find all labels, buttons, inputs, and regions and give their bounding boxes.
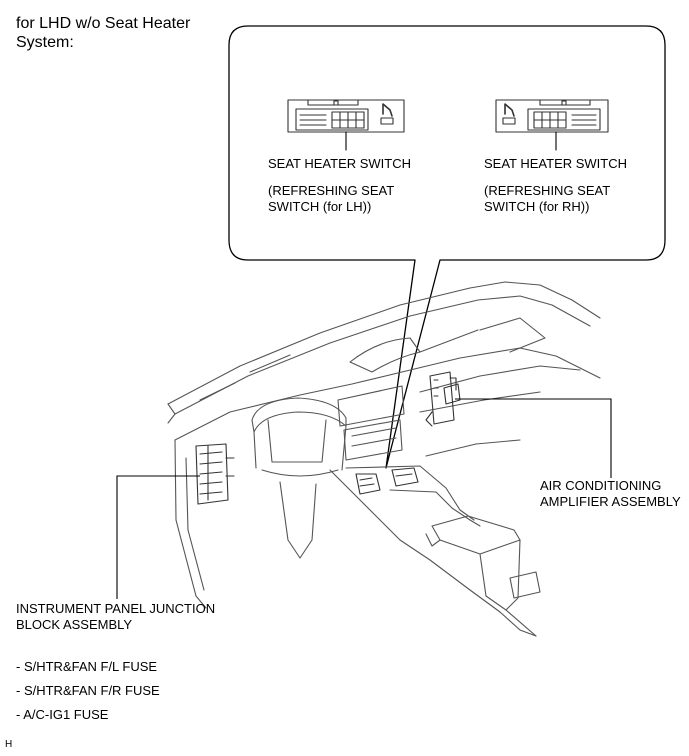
ac-leader-line — [455, 398, 612, 478]
switch-lh-name: SEAT HEATER SWITCH — [268, 156, 412, 171]
switch-lh-sub-2: SWITCH (for LH)) — [268, 199, 372, 214]
switch-rh-sub-2: SWITCH (for RH)) — [484, 199, 590, 214]
title-line-2: System: — [16, 34, 74, 51]
seat-heater-switch-lh-icon — [287, 99, 405, 133]
figure-code: H — [5, 739, 13, 750]
page-title: for LHD w/o Seat Heater System: — [16, 14, 190, 52]
installed-switch-lh-icon — [355, 473, 381, 495]
instrument-panel-junction-block-icon — [195, 443, 235, 505]
ac-amplifier-assembly-icon — [425, 371, 461, 427]
fuse-item: - S/HTR&FAN F/L FUSE — [16, 659, 158, 674]
fuse-item: - S/HTR&FAN F/R FUSE — [16, 683, 160, 698]
ac-amplifier-label-2: AMPLIFIER ASSEMBLY — [540, 494, 681, 509]
ip-jb-label-2: BLOCK ASSEMBLY — [16, 617, 133, 632]
ip-leader-line — [116, 475, 200, 599]
callout-bubble — [228, 25, 666, 469]
title-line-1: for LHD w/o Seat Heater — [16, 15, 191, 32]
switch-rh-sub-1: (REFRESHING SEAT — [484, 183, 611, 198]
fuse-item: - A/C-IG1 FUSE — [16, 707, 109, 722]
switch-lh-sub-1: (REFRESHING SEAT — [268, 183, 395, 198]
ip-jb-label-1: INSTRUMENT PANEL JUNCTION — [16, 601, 216, 616]
ac-amplifier-label-1: AIR CONDITIONING — [540, 478, 662, 493]
switch-rh-name: SEAT HEATER SWITCH — [484, 156, 628, 171]
seat-heater-switch-rh-icon — [495, 99, 609, 133]
installed-switch-rh-icon — [391, 467, 419, 487]
